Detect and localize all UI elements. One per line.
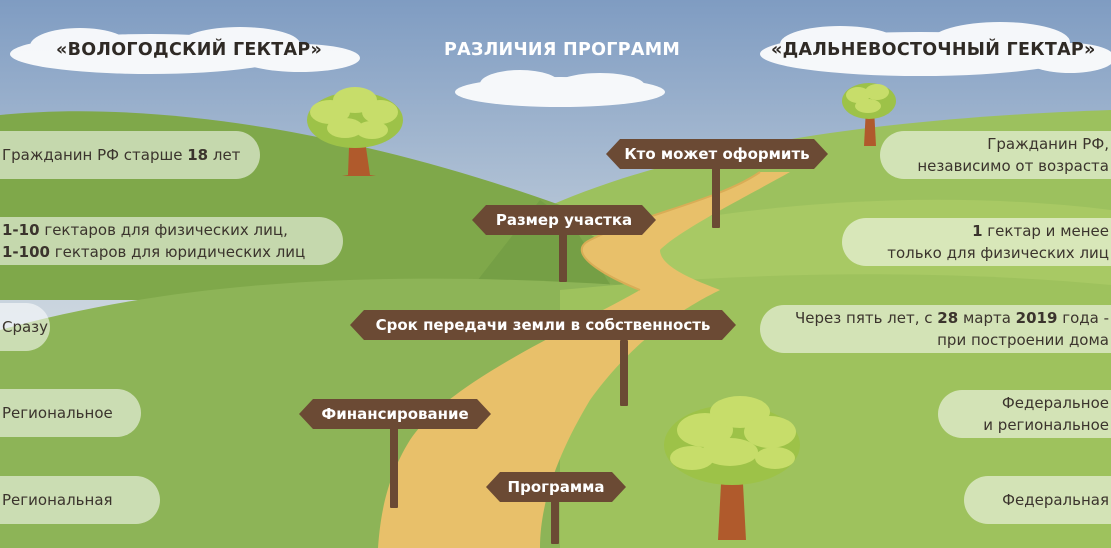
vologda-ownership-term: Сразу	[0, 303, 50, 351]
fareast-funding: Федеральное и региональное	[938, 390, 1111, 438]
fareast-who-can-apply: Гражданин РФ, независимо от возраста	[880, 131, 1111, 179]
signpost-pole	[620, 340, 628, 406]
sign-ownership-term: Срок передачи земли в собственность	[350, 310, 736, 340]
vologda-program: Региональная	[0, 476, 160, 524]
fareast-plot-size: 1 гектар и менее только для физических л…	[842, 218, 1111, 266]
tree-icon	[664, 396, 800, 540]
vologda-plot-size: 1-10 гектаров для физических лиц, 1-100 …	[0, 217, 343, 265]
sign-program: Программа	[486, 472, 626, 502]
signpost-pole	[559, 234, 567, 282]
fareast-program: Федеральная	[964, 476, 1111, 524]
sign-plot-size: Размер участка	[472, 205, 656, 235]
tree-icon	[842, 83, 896, 146]
cloud-icon	[455, 70, 665, 107]
cloud-icon	[760, 22, 1111, 76]
left-title: «ВОЛОГОДСКИЙ ГЕКТАР»	[56, 40, 323, 60]
vologda-funding: Региональное	[0, 389, 141, 437]
signpost-pole	[551, 500, 559, 544]
sign-who-can-apply: Кто может оформить	[606, 139, 828, 169]
signpost-pole	[390, 428, 398, 508]
center-title: РАЗЛИЧИЯ ПРОГРАММ	[444, 40, 681, 60]
vologda-who-can-apply: Гражданин РФ старше 18 лет	[0, 131, 260, 179]
cloud-icon	[10, 27, 360, 74]
sign-funding: Финансирование	[299, 399, 491, 429]
right-title: «ДАЛЬНЕВОСТОЧНЫЙ ГЕКТАР»	[771, 40, 1096, 60]
fareast-ownership-term: Через пять лет, с 28 марта 2019 года - п…	[760, 305, 1111, 353]
tree-icon	[307, 87, 403, 176]
signpost-pole	[712, 166, 720, 228]
